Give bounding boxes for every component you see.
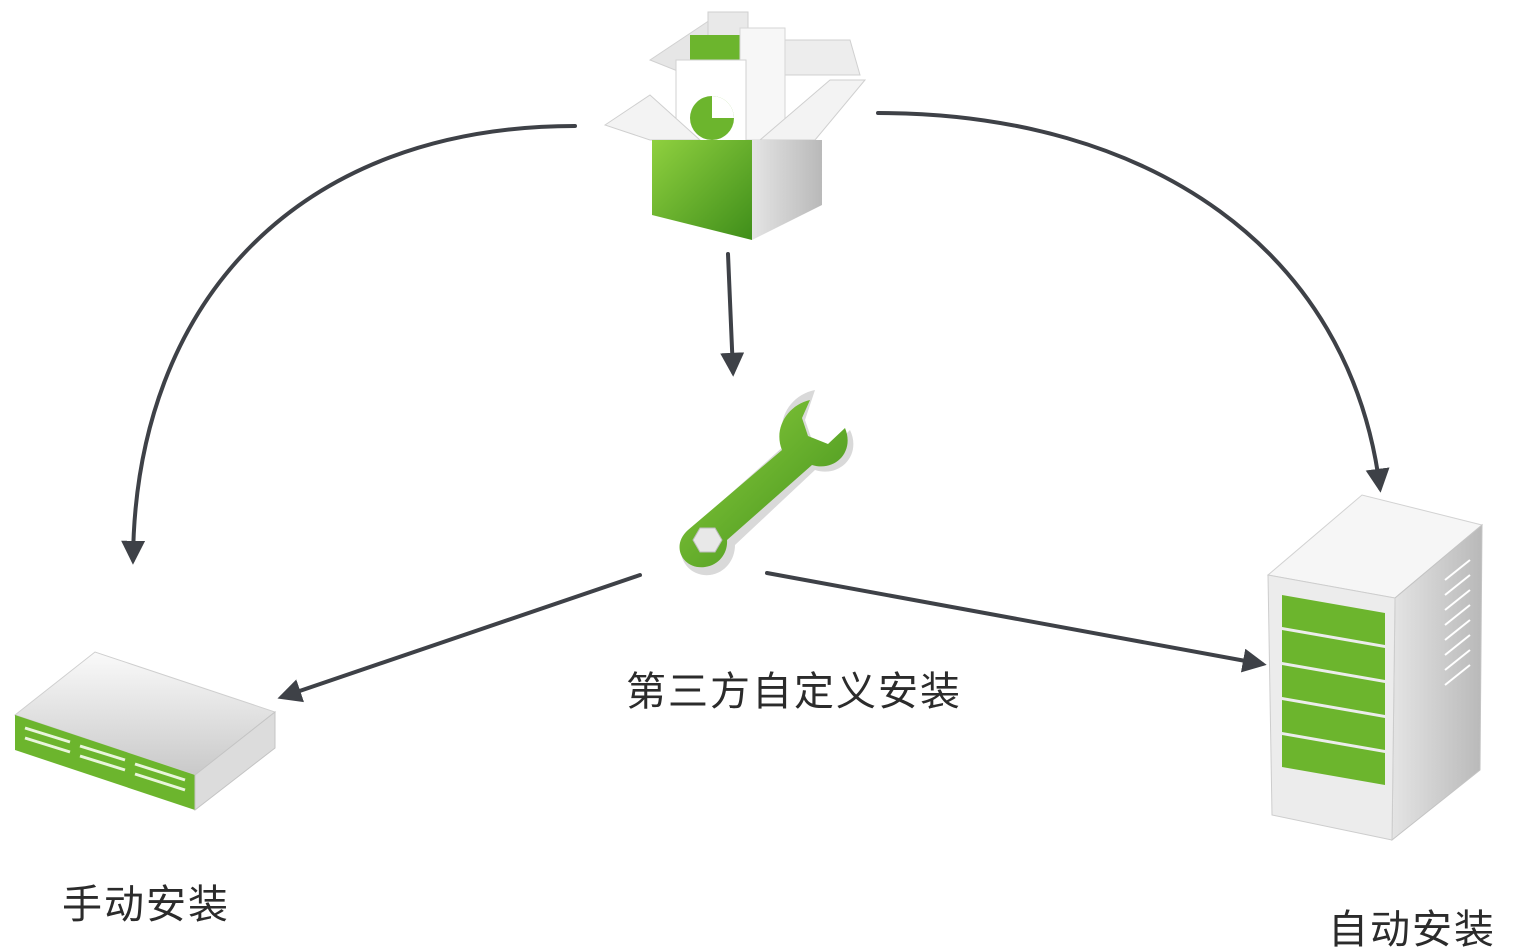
arrow-wrench-to-auto <box>765 571 1267 673</box>
server-units <box>1282 595 1385 785</box>
network-appliance-icon <box>13 651 277 812</box>
wrench-icon <box>679 390 854 576</box>
arrow-package-to-auto <box>876 111 1390 493</box>
label-auto-install: 自动安装 <box>1328 907 1496 951</box>
label-manual-install: 手动安装 <box>62 882 230 928</box>
arrow-package-to-manual <box>121 124 577 565</box>
server-rack-icon <box>1266 494 1484 842</box>
arrow-wrench-to-manual <box>277 573 642 703</box>
arrow-package-to-wrench <box>720 252 745 377</box>
server-vents <box>1444 559 1471 686</box>
appliance-ports <box>24 726 186 792</box>
package-box-icon <box>603 11 867 240</box>
label-custom-install: 第三方自定义安装 <box>626 669 962 715</box>
